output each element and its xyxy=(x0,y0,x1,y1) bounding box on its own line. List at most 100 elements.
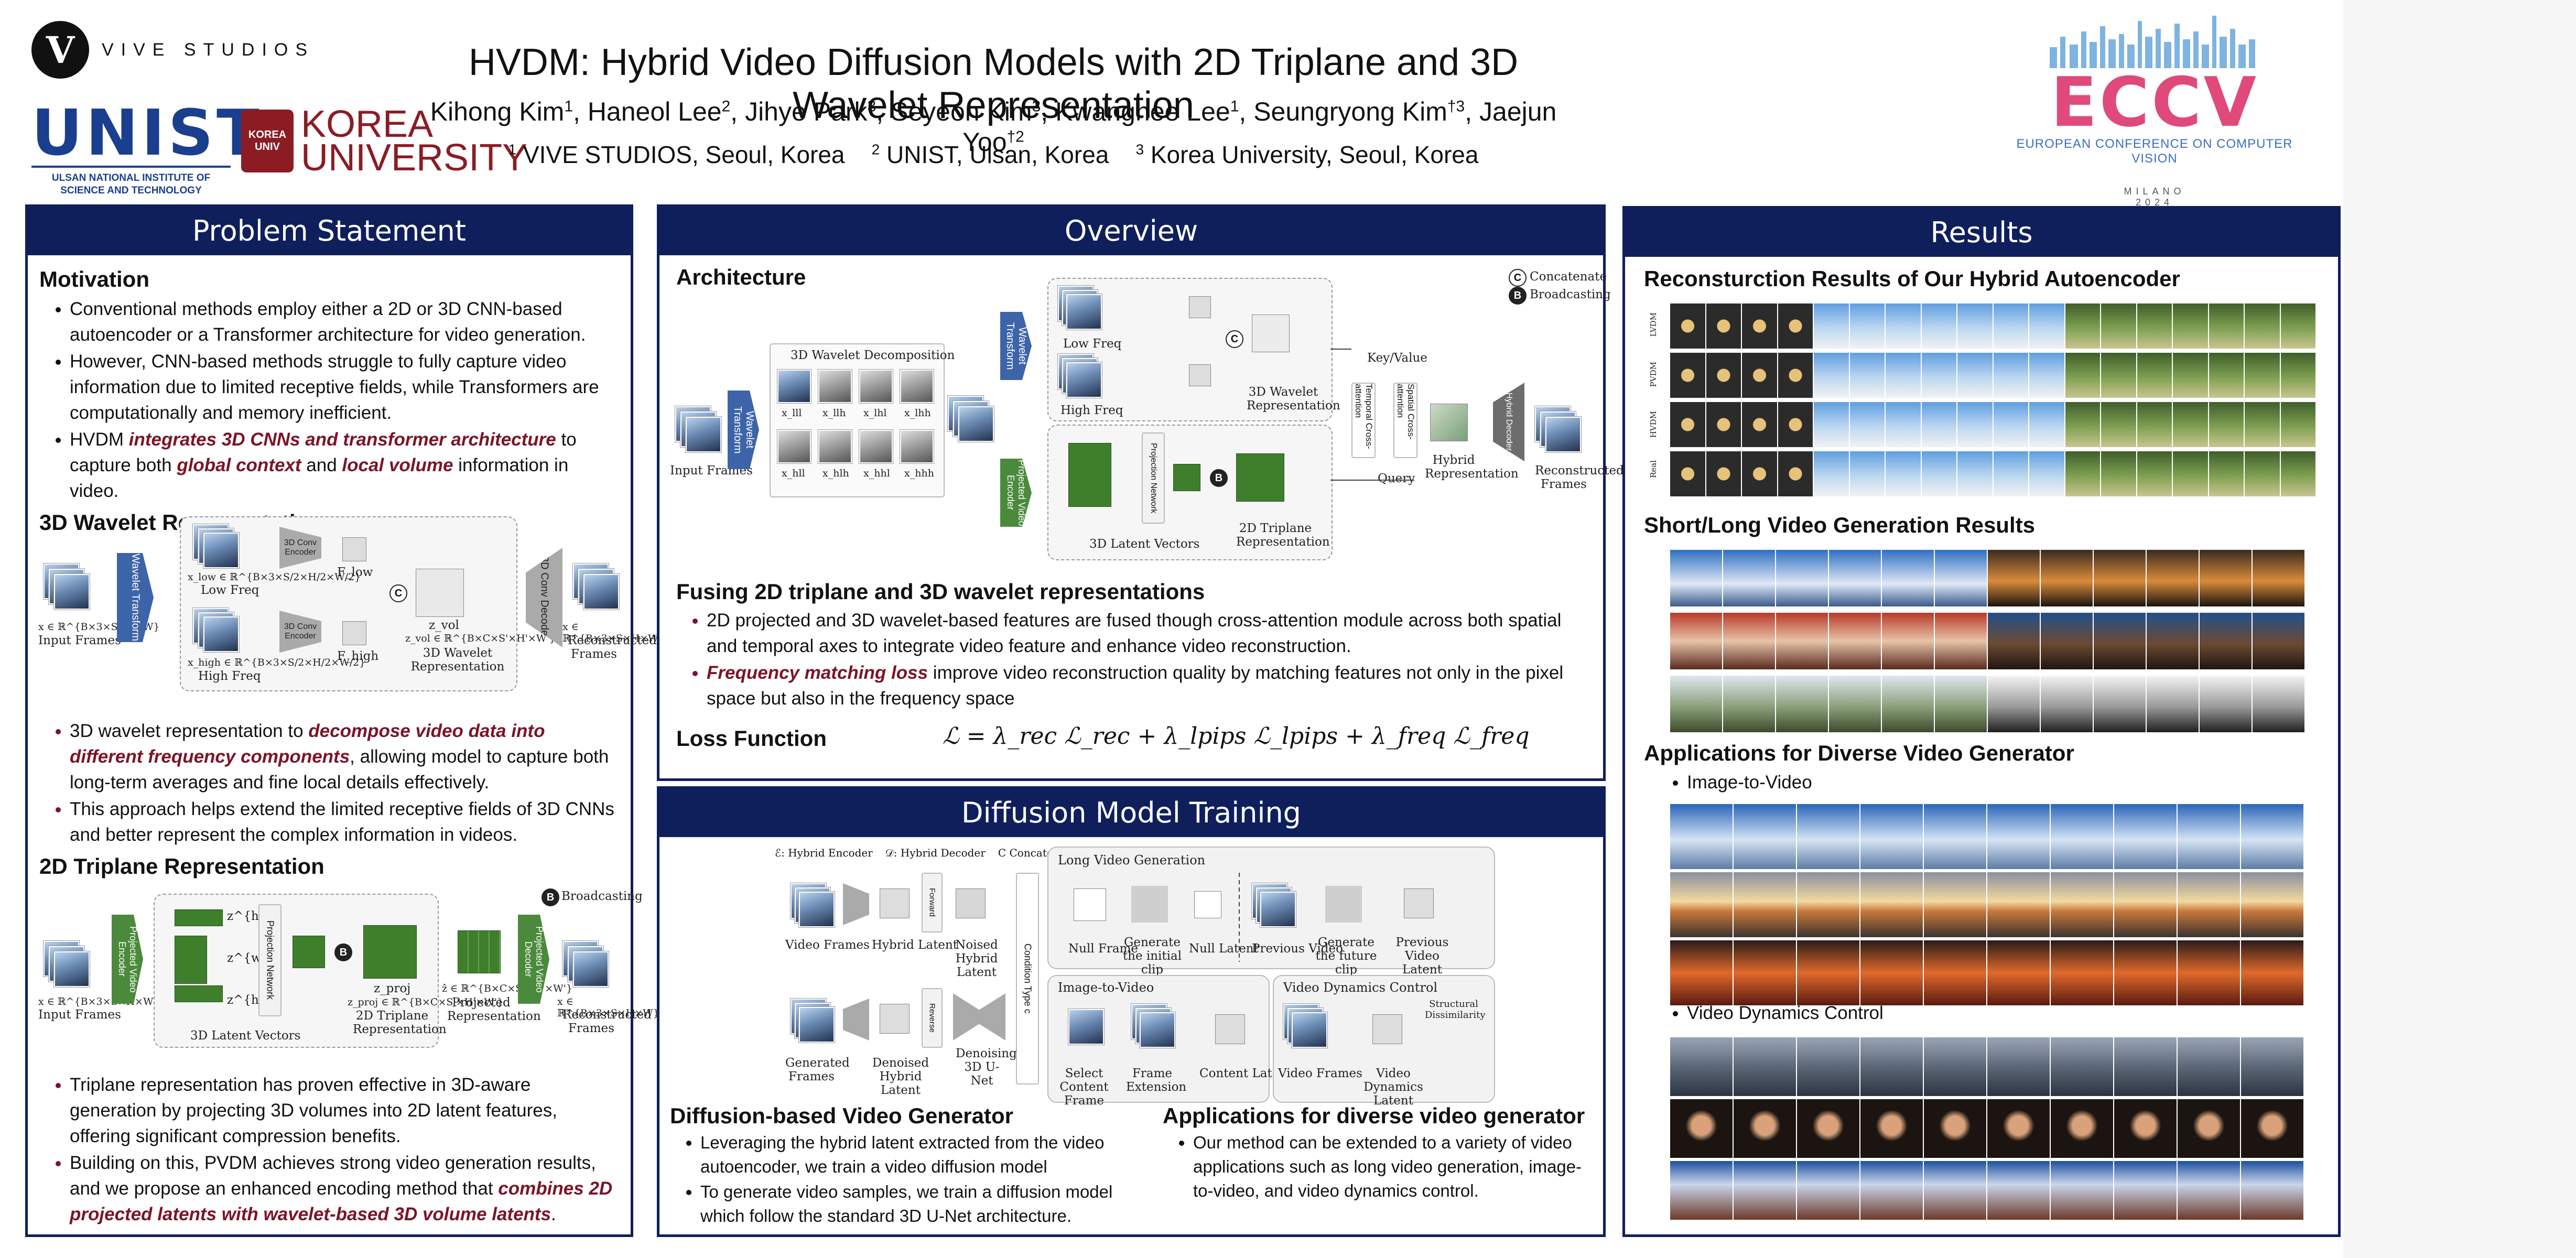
result-frame xyxy=(2114,1037,2177,1097)
wavelet-transform-block-2: Wavelet Transform xyxy=(1000,312,1032,380)
generated-frames-label: Generated Frames xyxy=(785,1056,850,1083)
result-frame xyxy=(1849,303,1885,349)
result-frame xyxy=(2280,451,2316,497)
result-frame xyxy=(1987,1099,2050,1158)
result-frame xyxy=(2177,804,2241,870)
result-frame xyxy=(2208,352,2244,398)
highlight-text: combines 2D projected latents with wavel… xyxy=(70,1178,613,1224)
result-frame xyxy=(1776,675,1828,733)
spatial-ca-label: Spatial Cross-attention xyxy=(1395,384,1416,440)
result-frame xyxy=(1670,402,1706,448)
previous-latent-cube xyxy=(1404,888,1434,918)
result-frame xyxy=(2280,402,2316,448)
i2v-grid xyxy=(1670,804,2304,1008)
hybrid-rep-label: Hybrid Representation xyxy=(1425,453,1519,481)
poster: V VIVE STUDIOS UNIST ULSAN NATIONAL INST… xyxy=(0,0,2343,1258)
result-frame xyxy=(1987,612,2040,670)
legend-entry: ℰ: Hybrid Encoder xyxy=(775,847,873,859)
f-low-cube xyxy=(342,537,366,561)
z-vol-cube xyxy=(1252,314,1290,352)
result-frame xyxy=(2114,940,2177,1006)
projected-encoder-block: Projected Video Encoder xyxy=(1000,459,1032,527)
affiliation-mark: 1 xyxy=(508,141,517,158)
result-frame xyxy=(1885,352,1921,398)
result-frame xyxy=(1796,872,1860,938)
subband-thumb xyxy=(777,430,811,463)
row-label: Real xyxy=(1649,460,1658,478)
gen-initial-label: Generate the initial clip xyxy=(1122,936,1182,977)
fusing-item: 2D projected and 3D wavelet-based featur… xyxy=(707,608,1588,659)
shortlong-grid xyxy=(1670,549,2305,738)
result-frame xyxy=(1921,402,1957,448)
wavelet-rep-label: 3D Wavelet Representation xyxy=(1247,385,1340,413)
apps-item-1: Image-to-Video xyxy=(1657,769,2001,796)
result-frame xyxy=(2241,872,2304,938)
denoised-latent-cube xyxy=(880,1004,910,1034)
author-name: Jihye Park xyxy=(745,97,868,126)
key-value-label: Key/Value xyxy=(1367,351,1427,365)
recon-frames-label: Reconstructed Frames xyxy=(568,634,657,661)
result-frame xyxy=(1934,675,1987,733)
result-frame xyxy=(1741,352,1778,398)
highlight-text: integrates 3D CNNs and transformer archi… xyxy=(128,429,556,450)
result-frame xyxy=(2114,1099,2177,1158)
result-frame xyxy=(2029,451,2065,497)
result-frame xyxy=(1987,940,2050,1006)
broadcast-op-icon: B xyxy=(334,944,352,961)
result-frame xyxy=(2146,675,2199,733)
result-frame xyxy=(2040,612,2093,670)
result-frame xyxy=(2114,804,2177,870)
hybrid-encoder-block xyxy=(843,883,869,925)
result-frame xyxy=(1741,451,1778,497)
result-frame xyxy=(2050,1037,2114,1097)
affiliation-text: UNIST, Ulsan, Korea xyxy=(880,141,1109,168)
apps-item-label: Image-to-Video xyxy=(1687,769,2001,795)
temporal-ca-block: Temporal Cross-attention xyxy=(1351,383,1376,458)
hybrid-cube xyxy=(1430,404,1468,441)
result-frame xyxy=(1923,872,1987,938)
row-label: LVDM xyxy=(1649,312,1658,337)
result-frame xyxy=(1923,940,1987,1006)
section-title: Applications for diverse video generator xyxy=(1163,1103,1585,1128)
result-frame xyxy=(2029,352,2065,398)
result-frame xyxy=(1741,402,1778,448)
result-frame xyxy=(1813,352,1849,398)
affiliation-text: Korea University, Seoul, Korea xyxy=(1144,141,1479,168)
affiliation-text: VIVE STUDIOS, Seoul, Korea xyxy=(516,141,845,168)
result-frame xyxy=(1849,402,1885,448)
result-frame xyxy=(2101,451,2137,497)
null-frame-cube xyxy=(1074,888,1106,921)
result-frame xyxy=(2040,549,2093,607)
unist-logo-word: UNIST xyxy=(31,97,263,170)
result-frame xyxy=(1921,352,1957,398)
gen-future-label: Generate the future clip xyxy=(1315,936,1377,977)
panel-heading: Results xyxy=(1625,209,2338,257)
hybrid-decoder-block xyxy=(843,999,869,1040)
result-frame xyxy=(2208,451,2244,497)
result-frame xyxy=(1923,1161,1987,1220)
result-frame xyxy=(1796,1161,1860,1220)
result-frame xyxy=(1881,612,1934,670)
triplane-item: Triplane representation has proven effec… xyxy=(70,1072,621,1149)
motivation-list: Conventional methods employ either a 2D … xyxy=(39,296,618,504)
result-frame xyxy=(1813,451,1849,497)
forward-label: Forward xyxy=(927,888,937,917)
result-frame xyxy=(2244,303,2280,349)
input-frames-label: Input Frames xyxy=(38,634,121,647)
result-frame xyxy=(1885,451,1921,497)
result-frame xyxy=(1923,1037,1987,1097)
subband-label: x_lhl xyxy=(863,407,887,419)
section-title: Short/Long Video Generation Results xyxy=(1644,513,2035,537)
result-frame xyxy=(1670,303,1706,349)
result-frame xyxy=(1733,1037,1796,1097)
unist-sub-line-1: ULSAN NATIONAL INSTITUTE OF xyxy=(51,172,211,183)
korea-university-logo: KOREA UNIV KOREA UNIVERSITY xyxy=(241,105,527,177)
result-frame xyxy=(2114,872,2177,938)
result-frame xyxy=(1670,872,1733,938)
triplane-item: Building on this, PVDM achieves strong v… xyxy=(70,1150,621,1227)
result-frame xyxy=(1934,612,1987,670)
z-hw-plane xyxy=(175,985,223,1002)
affiliation-mark: 3 xyxy=(1135,141,1144,158)
unist-logo: UNIST ULSAN NATIONAL INSTITUTE OF SCIENC… xyxy=(31,97,263,197)
result-frame xyxy=(2241,1099,2304,1158)
